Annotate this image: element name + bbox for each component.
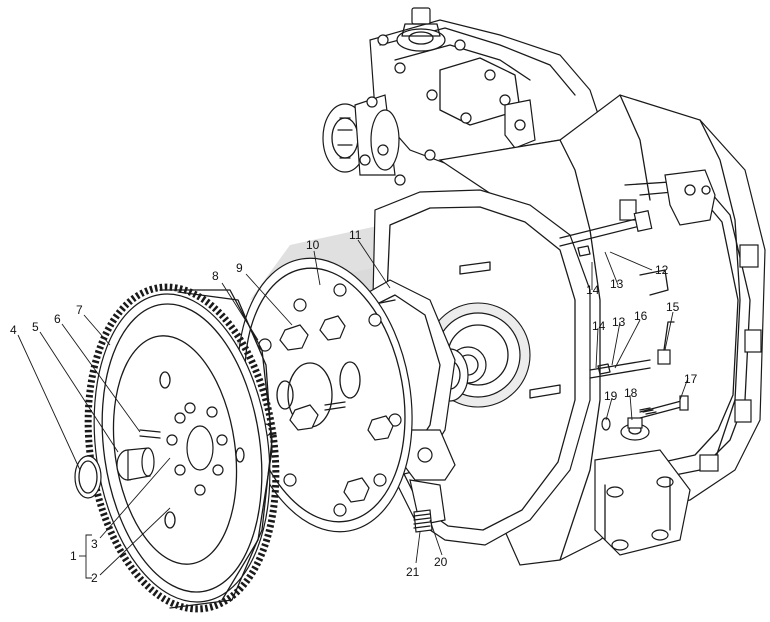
callout-labels: 1 2 3 4 5 6 7 8 9 10 11 12 13 13 14 14 1…	[10, 228, 698, 585]
callout-1: 1	[70, 549, 77, 563]
callout-6: 6	[54, 312, 61, 326]
callout-5: 5	[32, 320, 39, 334]
callout-8: 8	[212, 269, 219, 283]
callout-20: 20	[434, 555, 448, 569]
stud-bolts	[413, 509, 433, 533]
callout-13-upper: 13	[610, 277, 624, 291]
callout-13-lower: 13	[612, 315, 626, 329]
callout-18: 18	[624, 386, 638, 400]
callout-10: 10	[306, 238, 320, 252]
callout-14-upper: 14	[586, 283, 600, 297]
callout-4: 4	[10, 323, 17, 337]
seal-ring	[74, 455, 102, 499]
flywheel	[84, 283, 280, 613]
callout-2: 2	[91, 571, 98, 585]
clutch-disc	[237, 257, 413, 533]
callout-14-lower: 14	[592, 319, 606, 333]
callout-12: 12	[655, 263, 669, 277]
callout-9: 9	[236, 261, 243, 275]
callout-15: 15	[666, 300, 680, 314]
callout-11: 11	[349, 228, 362, 242]
callout-19: 19	[604, 389, 618, 403]
callout-16: 16	[634, 309, 648, 323]
callout-3: 3	[91, 537, 98, 551]
leader-lines	[17, 239, 689, 579]
callout-17: 17	[684, 372, 698, 386]
callout-21: 21	[406, 565, 420, 579]
callout-7: 7	[76, 303, 83, 317]
